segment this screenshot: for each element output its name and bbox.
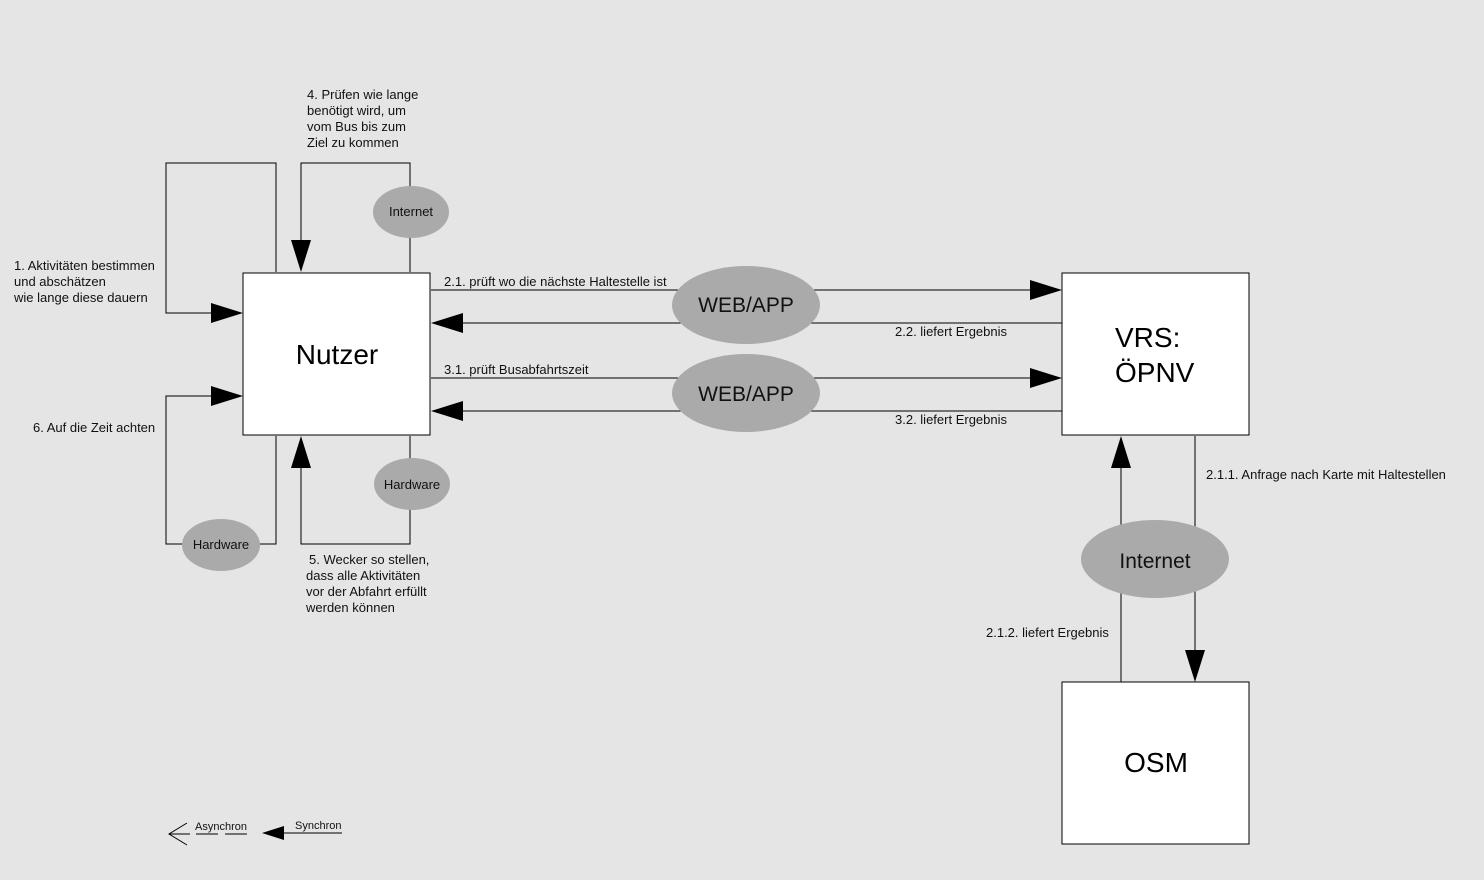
webapp-oval-1 xyxy=(672,266,820,344)
osm-label: OSM xyxy=(1124,747,1188,778)
loop-step6-line xyxy=(165,395,277,545)
step1-label-line2: und abschätzen xyxy=(14,274,106,289)
hardware-oval-right-label: Hardware xyxy=(384,477,440,492)
flow-2-1-arrowhead xyxy=(1030,280,1062,300)
legend: Asynchron Synchron xyxy=(168,820,342,846)
step2-1-2-label: 2.1.2. liefert Ergebnis xyxy=(986,625,1109,640)
hardware-oval-right xyxy=(374,458,450,510)
loop-step4-arrowhead xyxy=(291,240,311,272)
loop-step5-arrowhead xyxy=(291,436,311,468)
step4-label-line4: Ziel zu kommen xyxy=(307,135,399,150)
step2-2-label: 2.2. liefert Ergebnis xyxy=(895,324,1008,339)
internet-oval-top-label: Internet xyxy=(389,204,433,219)
vrs-label-line2: ÖPNV xyxy=(1115,357,1195,388)
loop-step1-arrowhead xyxy=(211,303,243,323)
loop-step1-line xyxy=(165,162,277,314)
webapp-oval-2 xyxy=(672,354,820,432)
loop-step6-arrowhead xyxy=(211,386,243,406)
step1-label-line3: wie lange diese dauern xyxy=(13,290,148,305)
step3-2-label: 3.2. liefert Ergebnis xyxy=(895,412,1008,427)
nutzer-box xyxy=(242,272,431,436)
internet-oval-bottom xyxy=(1081,520,1229,598)
step3-1-label: 3.1. prüft Busabfahrtszeit xyxy=(444,362,589,377)
step4-label-line3: vom Bus bis zum xyxy=(307,119,406,134)
flow-2-2-arrowhead xyxy=(431,313,463,333)
flow-2-1-2-arrowhead xyxy=(1111,436,1131,468)
vrs-box xyxy=(1061,272,1250,436)
step4-label-line1: 4. Prüfen wie lange xyxy=(307,87,418,102)
webapp-oval-2-label: WEB/APP xyxy=(698,383,794,406)
nutzer-label: Nutzer xyxy=(296,339,378,370)
legend-sync-label: Synchron xyxy=(295,820,341,832)
step2-1-1-label: 2.1.1. Anfrage nach Karte mit Haltestell… xyxy=(1206,467,1446,482)
legend-sync-arrow-icon xyxy=(262,826,284,840)
step4-label-line2: benötigt wird, um xyxy=(307,103,406,118)
legend-async-label: Asynchron xyxy=(195,821,247,833)
step5-label-line1: 5. Wecker so stellen, xyxy=(309,552,429,567)
step6-label: 6. Auf die Zeit achten xyxy=(33,420,155,435)
flow-2-1-1-arrowhead xyxy=(1185,650,1205,682)
vrs-label-line1: VRS: xyxy=(1115,322,1180,353)
flow-3-2-arrowhead xyxy=(431,401,463,421)
hardware-oval-left xyxy=(182,519,260,571)
step5-label-line4: werden können xyxy=(305,600,395,615)
osm-box xyxy=(1061,681,1250,845)
step5-label-line3: vor der Abfahrt erfüllt xyxy=(306,584,427,599)
step5-label-line2: dass alle Aktivitäten xyxy=(306,568,420,583)
internet-oval-bottom-label: Internet xyxy=(1119,550,1190,573)
hardware-oval-left-label: Hardware xyxy=(193,537,249,552)
internet-oval-top xyxy=(373,186,449,238)
webapp-oval-1-label: WEB/APP xyxy=(698,294,794,317)
step2-1-label: 2.1. prüft wo die nächste Haltestelle is… xyxy=(444,274,667,289)
flow-3-1-arrowhead xyxy=(1030,368,1062,388)
step1-label-line1: 1. Aktivitäten bestimmen xyxy=(14,258,155,273)
